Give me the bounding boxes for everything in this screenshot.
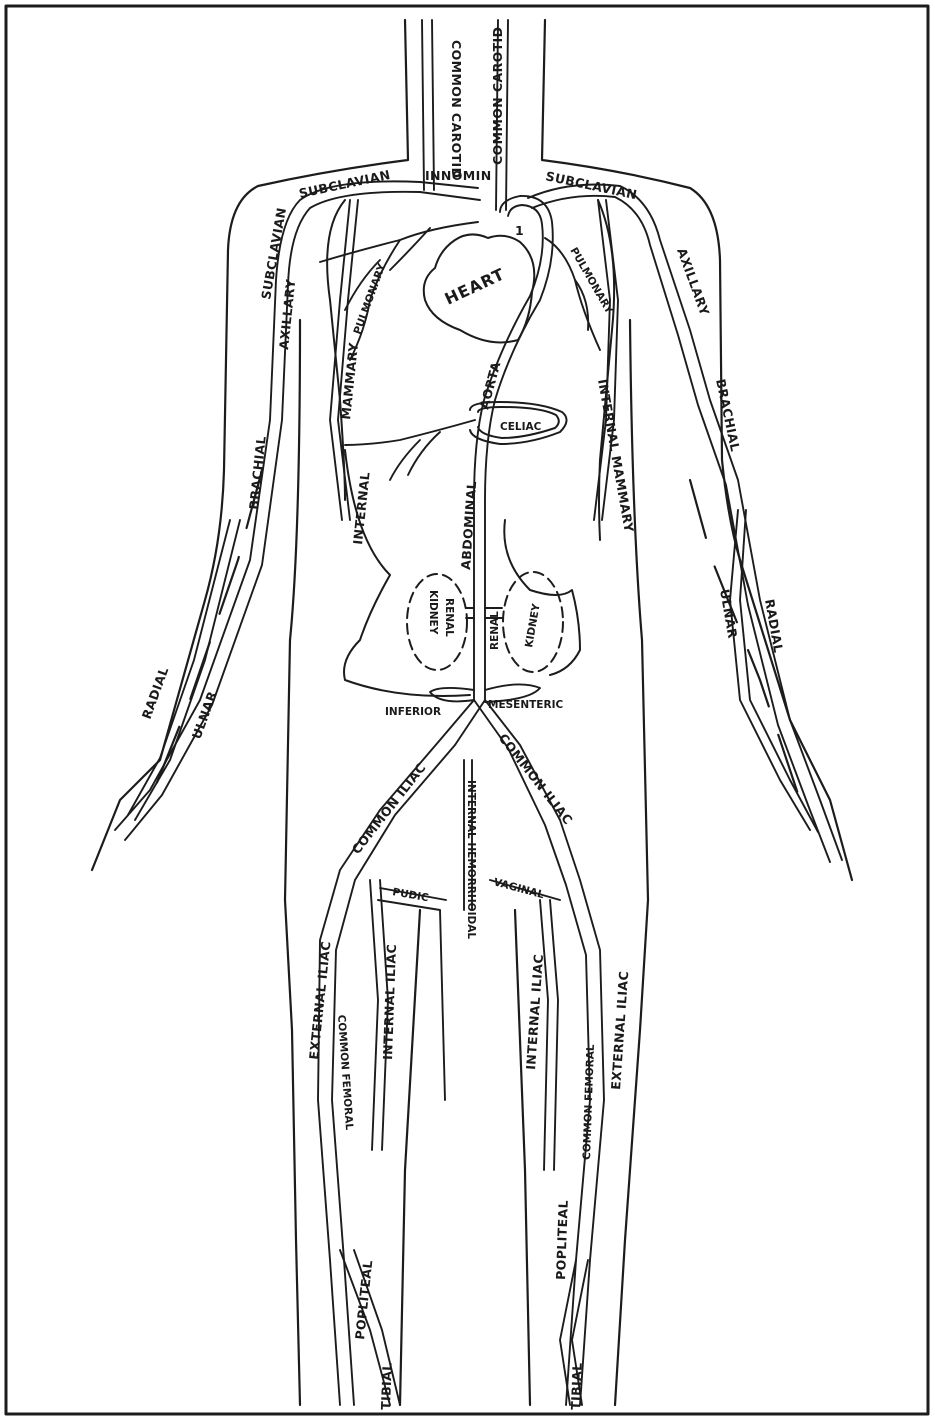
label-internal-hemorrhoidal: INTERNAL HEMORRHOIDAL bbox=[465, 780, 477, 939]
label-axillary-left: AXILLARY bbox=[674, 246, 712, 318]
label-common-carotid-right: COMMON CAROTID bbox=[449, 40, 464, 178]
label-external-iliac-right: EXTERNAL ILIAC bbox=[306, 940, 333, 1060]
label-kidney-left: KIDNEY bbox=[523, 602, 543, 648]
label-common-femoral-right: COMMON FEMORAL bbox=[335, 1014, 355, 1130]
label-axillary-right: AXILLARY bbox=[276, 278, 298, 350]
label-common-iliac-right: COMMON ILIAC bbox=[349, 760, 429, 857]
label-internal-iliac-right: INTERNAL ILIAC bbox=[380, 944, 399, 1060]
label-internal-iliac-left: INTERNAL ILIAC bbox=[523, 953, 546, 1070]
label-popliteal-left: POPLITEAL bbox=[553, 1200, 571, 1280]
label-arch-number: 1 bbox=[515, 223, 524, 238]
label-renal-left: RENAL bbox=[489, 611, 501, 650]
label-radial-right: RADIAL bbox=[139, 665, 172, 721]
label-mesenteric: MESENTERIC bbox=[488, 699, 563, 711]
label-tibial-left: TIBIAL bbox=[568, 1362, 585, 1410]
label-external-iliac-left: EXTERNAL ILIAC bbox=[608, 970, 631, 1090]
label-common-femoral-left: COMMON FEMORAL bbox=[581, 1044, 597, 1160]
label-heart: HEART bbox=[442, 264, 508, 308]
label-brachial-left: BRACHIAL bbox=[713, 378, 743, 453]
label-innomin: INNOMIN bbox=[425, 168, 492, 183]
label-vaginal: VAGINAL bbox=[492, 876, 545, 901]
label-ulnar-left: ULNAR bbox=[717, 588, 740, 640]
arteries bbox=[115, 20, 842, 1405]
label-renal-right: RENAL bbox=[443, 598, 455, 637]
label-abdominal: ABDOMINAL bbox=[458, 480, 479, 570]
label-celiac: CELIAC bbox=[500, 421, 542, 433]
label-common-carotid-left: COMMON CAROTID bbox=[490, 27, 505, 165]
label-common-iliac-left: COMMON ILIAC bbox=[496, 731, 576, 828]
label-pudic: PUDIC bbox=[391, 886, 429, 904]
label-kidney-right: KIDNEY bbox=[427, 590, 439, 635]
label-tibial-right: TIBIAL bbox=[378, 1362, 395, 1410]
label-brachial-right: BRACHIAL bbox=[246, 435, 269, 510]
label-mammary-right: MAMMARY bbox=[338, 341, 361, 420]
label-internal-right: INTERNAL bbox=[350, 471, 373, 545]
labels: COMMON CAROTID COMMON CAROTID INNOMIN SU… bbox=[139, 27, 787, 1410]
organ-outlines bbox=[327, 200, 614, 696]
label-pulmonary-right: PULMONARY bbox=[352, 262, 389, 336]
label-inferior: INFERIOR bbox=[385, 706, 441, 718]
label-ulnar-right: ULNAR bbox=[189, 689, 220, 741]
